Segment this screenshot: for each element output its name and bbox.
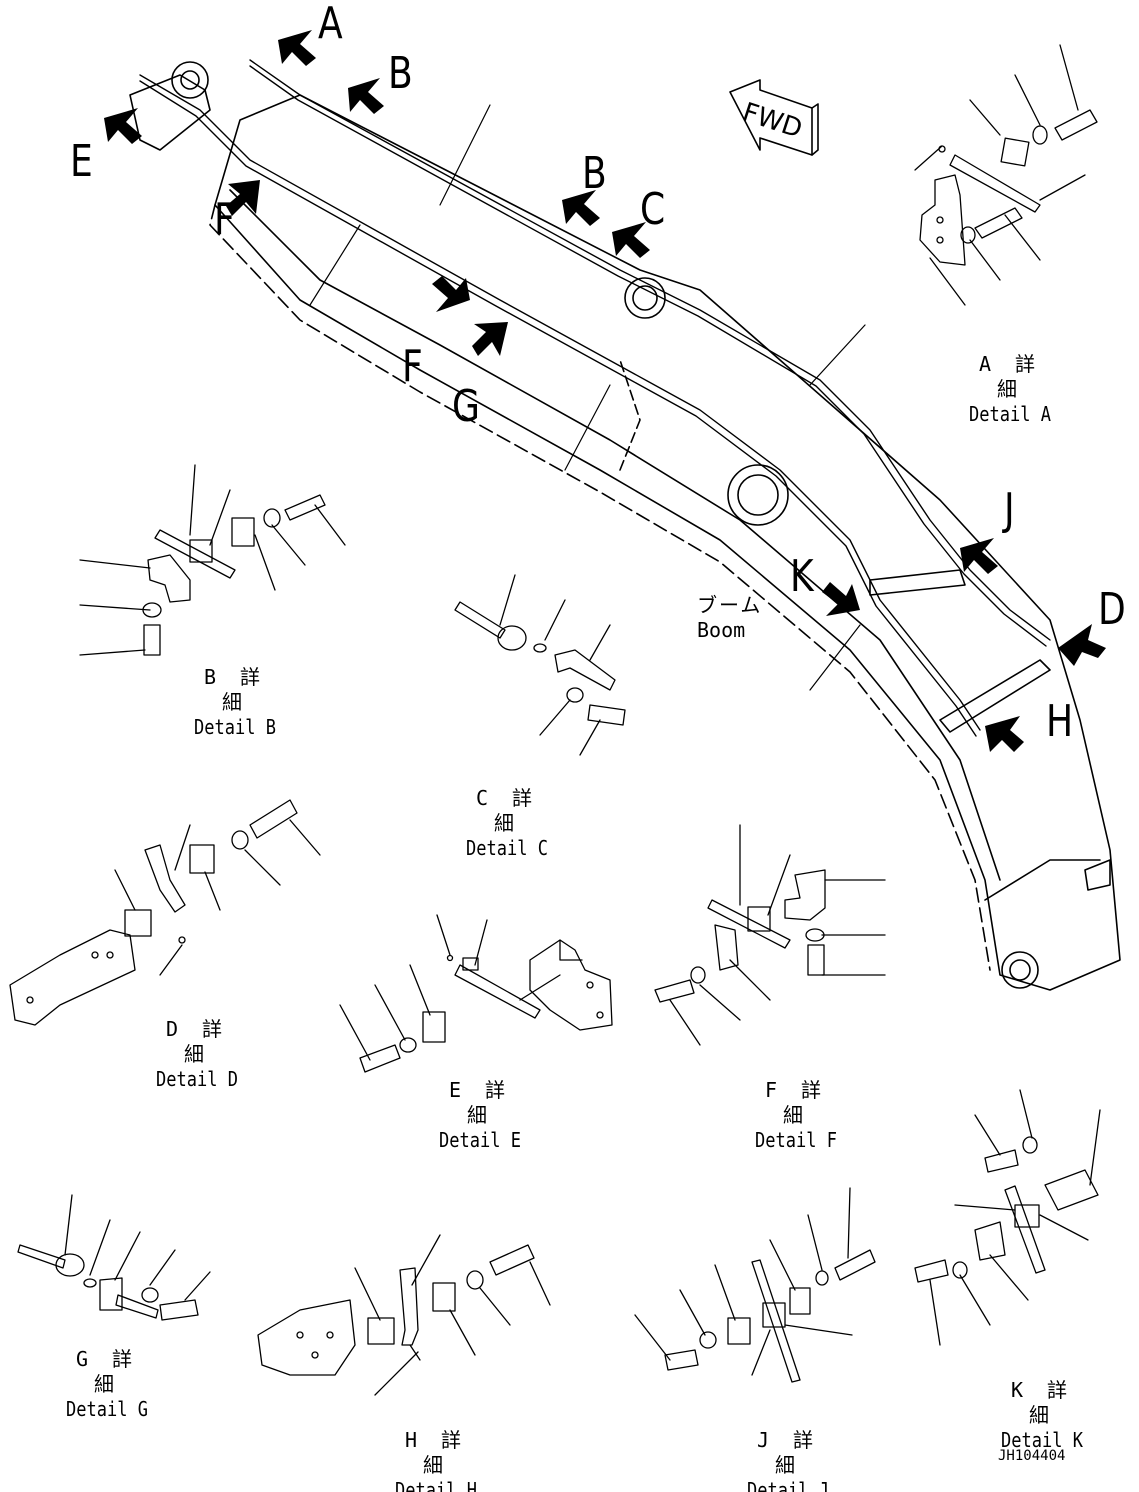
callout-b-mid: B — [582, 148, 607, 199]
caption-detail-a-jp: A 詳 細 — [978, 352, 1042, 401]
caption-detail-a: A 詳 細 Detail A — [960, 352, 1060, 427]
pointer-arrows — [104, 30, 1106, 752]
callout-j: J — [1004, 484, 1015, 535]
caption-detail-c: C 詳 細 Detail C — [457, 786, 557, 861]
caption-detail-c-jp: C 詳 細 — [475, 786, 539, 835]
caption-detail-k: K 詳 細 Detail K — [992, 1378, 1092, 1453]
callout-f-mid: F — [402, 341, 423, 392]
caption-detail-k-en: Detail K — [1001, 1428, 1083, 1452]
boom-label-jp: ブーム — [697, 593, 763, 617]
caption-detail-g: G 詳 細 Detail G — [57, 1347, 157, 1422]
detail-b-art — [79, 464, 346, 656]
hydraulic-pipes — [139, 59, 1051, 737]
callout-c: C — [640, 184, 666, 235]
callout-d: D — [1098, 584, 1126, 635]
caption-detail-g-jp: G 詳 細 — [75, 1347, 139, 1396]
caption-detail-a-en: Detail A — [969, 402, 1051, 426]
boom-label: ブーム Boom — [697, 593, 762, 643]
caption-detail-j: J 詳 細 Detail J — [738, 1428, 838, 1492]
detail-g-art — [17, 1194, 211, 1321]
caption-detail-k-jp: K 詳 細 — [1010, 1378, 1074, 1427]
detail-c-art — [454, 574, 626, 756]
caption-detail-b-en: Detail B — [194, 715, 276, 739]
detail-k-art — [914, 1089, 1101, 1346]
boom-label-en: Boom — [697, 618, 746, 642]
main-leader-lines — [309, 104, 866, 691]
caption-detail-e-en: Detail E — [439, 1128, 521, 1152]
caption-detail-d-en: Detail D — [156, 1067, 238, 1091]
detail-f-art — [654, 824, 886, 1046]
callout-e: E — [70, 136, 93, 187]
detail-a-art — [914, 44, 1098, 306]
detail-h-art — [257, 1234, 551, 1396]
caption-detail-b: B 詳 細 Detail B — [185, 665, 285, 740]
caption-detail-b-jp: B 詳 細 — [203, 665, 267, 714]
caption-detail-c-en: Detail C — [466, 836, 548, 860]
caption-detail-h: H 詳 細 Detail H — [386, 1428, 486, 1492]
callout-g: G — [452, 381, 480, 432]
callout-b-top: B — [388, 48, 413, 99]
detail-j-art — [634, 1187, 876, 1383]
caption-detail-h-jp: H 詳 細 — [404, 1428, 468, 1477]
caption-detail-d: D 詳 細 Detail D — [147, 1017, 247, 1092]
caption-detail-f: F 詳 細 Detail F — [746, 1078, 846, 1153]
caption-detail-f-jp: F 詳 細 — [764, 1078, 828, 1127]
fwd-arrow-shape — [729, 79, 819, 156]
caption-detail-f-en: Detail F — [755, 1128, 837, 1152]
callout-f-left: F — [214, 194, 235, 245]
caption-detail-e-jp: E 詳 細 — [448, 1078, 512, 1127]
drawing-code: JH104404 — [998, 1448, 1066, 1464]
detail-e-art — [339, 914, 613, 1073]
caption-detail-e: E 詳 細 Detail E — [430, 1078, 530, 1153]
caption-detail-j-jp: J 詳 細 — [756, 1428, 820, 1477]
caption-detail-j-en: Detail J — [747, 1478, 829, 1492]
caption-detail-g-en: Detail G — [66, 1397, 148, 1421]
callout-h: H — [1046, 696, 1074, 747]
boom-body — [129, 61, 1121, 991]
callout-a: A — [318, 0, 343, 49]
caption-detail-d-jp: D 詳 細 — [165, 1017, 229, 1066]
callout-k: K — [790, 551, 814, 602]
detail-d-art — [9, 799, 321, 1026]
caption-detail-h-en: Detail H — [395, 1478, 477, 1492]
